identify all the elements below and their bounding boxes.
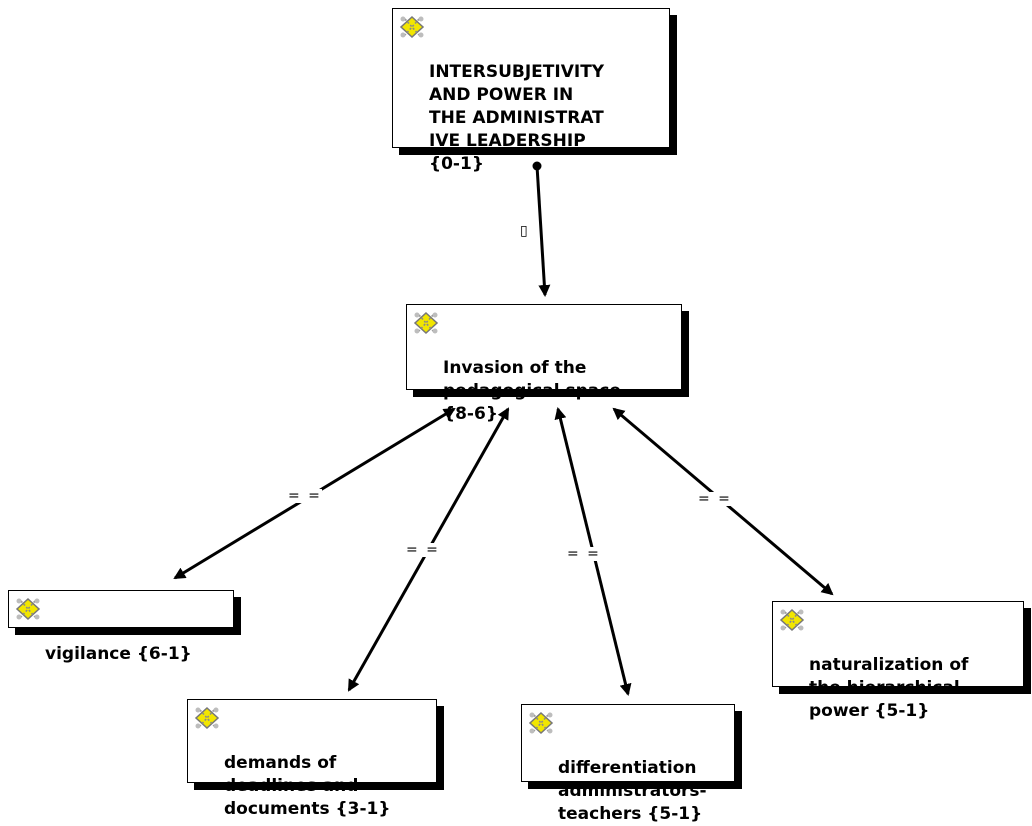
edge-label-invasion-vigilance: = = bbox=[288, 488, 322, 504]
node-label: vigilance {6-1} bbox=[45, 644, 192, 664]
node-naturalization[interactable]: naturalization of the hierarchical power… bbox=[772, 601, 1024, 721]
network-node-icon bbox=[413, 311, 439, 335]
node-label: differentiation administrators- teachers… bbox=[558, 758, 707, 824]
node-label: Invasion of the pedagogical space {8-6} bbox=[443, 358, 621, 424]
node-vigilance[interactable]: vigilance {6-1} bbox=[8, 590, 234, 664]
node-intersubjectivity-power[interactable]: INTERSUBJETIVITY AND POWER IN THE ADMINI… bbox=[392, 8, 670, 174]
network-node-icon bbox=[15, 597, 41, 621]
edge-label-invasion-naturalization: = = bbox=[698, 491, 732, 507]
network-node-icon bbox=[779, 608, 805, 632]
network-node-icon bbox=[194, 706, 220, 730]
edge-label-invasion-differentiation: = = bbox=[567, 546, 601, 562]
node-invasion-pedagogical-space[interactable]: Invasion of the pedagogical space {8-6} bbox=[406, 304, 682, 424]
node-differentiation[interactable]: differentiation administrators- teachers… bbox=[521, 704, 735, 824]
edge-label-root-invasion: ▯ bbox=[520, 223, 530, 239]
node-demands-of-deadlines[interactable]: demands of deadlines and documents {3-1} bbox=[187, 699, 437, 819]
node-label: demands of deadlines and documents {3-1} bbox=[224, 753, 391, 819]
network-diagram-canvas: ▯ = = = = = = = = INTERSUBJETIVITY AND P… bbox=[8, 8, 1024, 824]
node-label: naturalization of the hierarchical power… bbox=[809, 655, 969, 721]
edge-root-to-invasion bbox=[532, 161, 551, 297]
network-node-icon bbox=[528, 711, 554, 735]
edge-label-invasion-demands: = = bbox=[406, 542, 440, 558]
network-node-icon bbox=[399, 15, 425, 39]
node-label: INTERSUBJETIVITY AND POWER IN THE ADMINI… bbox=[429, 62, 605, 174]
